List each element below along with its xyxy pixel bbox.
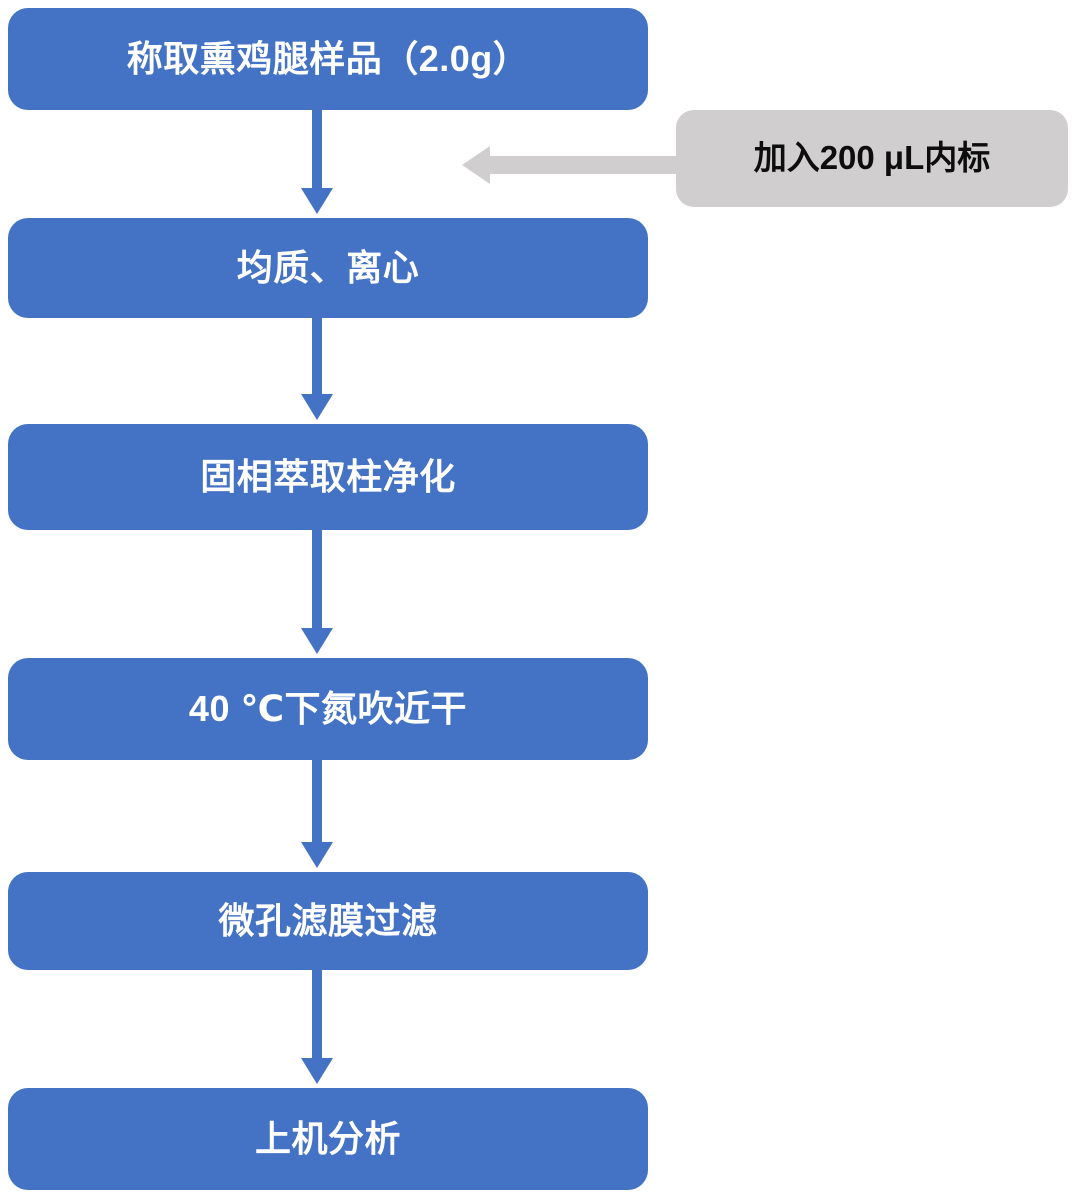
flow-node-note-internal-standard[interactable]: 加入200 μL内标 (676, 110, 1068, 207)
flow-arrow-down-5 (295, 970, 339, 1088)
flow-node-step-2-label: 均质、离心 (236, 247, 420, 289)
flow-node-note-internal-standard-label: 加入200 μL内标 (753, 139, 991, 177)
flow-arrow-down-4 (295, 760, 339, 872)
flow-node-step-5[interactable]: 微孔滤膜过滤 (8, 872, 648, 970)
flow-node-step-6[interactable]: 上机分析 (8, 1088, 648, 1190)
flow-node-step-4-label: 40 ℃下氮吹近干 (188, 688, 468, 730)
flow-arrow-down-3 (295, 530, 339, 658)
flow-node-step-1[interactable]: 称取熏鸡腿样品（2.0g） (8, 8, 648, 110)
flow-node-step-3[interactable]: 固相萃取柱净化 (8, 424, 648, 530)
flow-arrow-down-1 (295, 110, 339, 218)
flow-node-step-1-label: 称取熏鸡腿样品（2.0g） (126, 38, 530, 80)
flow-node-step-4[interactable]: 40 ℃下氮吹近干 (8, 658, 648, 760)
flow-node-step-5-label: 微孔滤膜过滤 (218, 900, 438, 942)
flow-arrow-left-internal-standard (460, 146, 678, 184)
flow-arrow-down-2 (295, 318, 339, 424)
flow-node-step-3-label: 固相萃取柱净化 (200, 456, 456, 498)
flow-node-step-6-label: 上机分析 (254, 1118, 401, 1160)
flow-node-step-2[interactable]: 均质、离心 (8, 218, 648, 318)
